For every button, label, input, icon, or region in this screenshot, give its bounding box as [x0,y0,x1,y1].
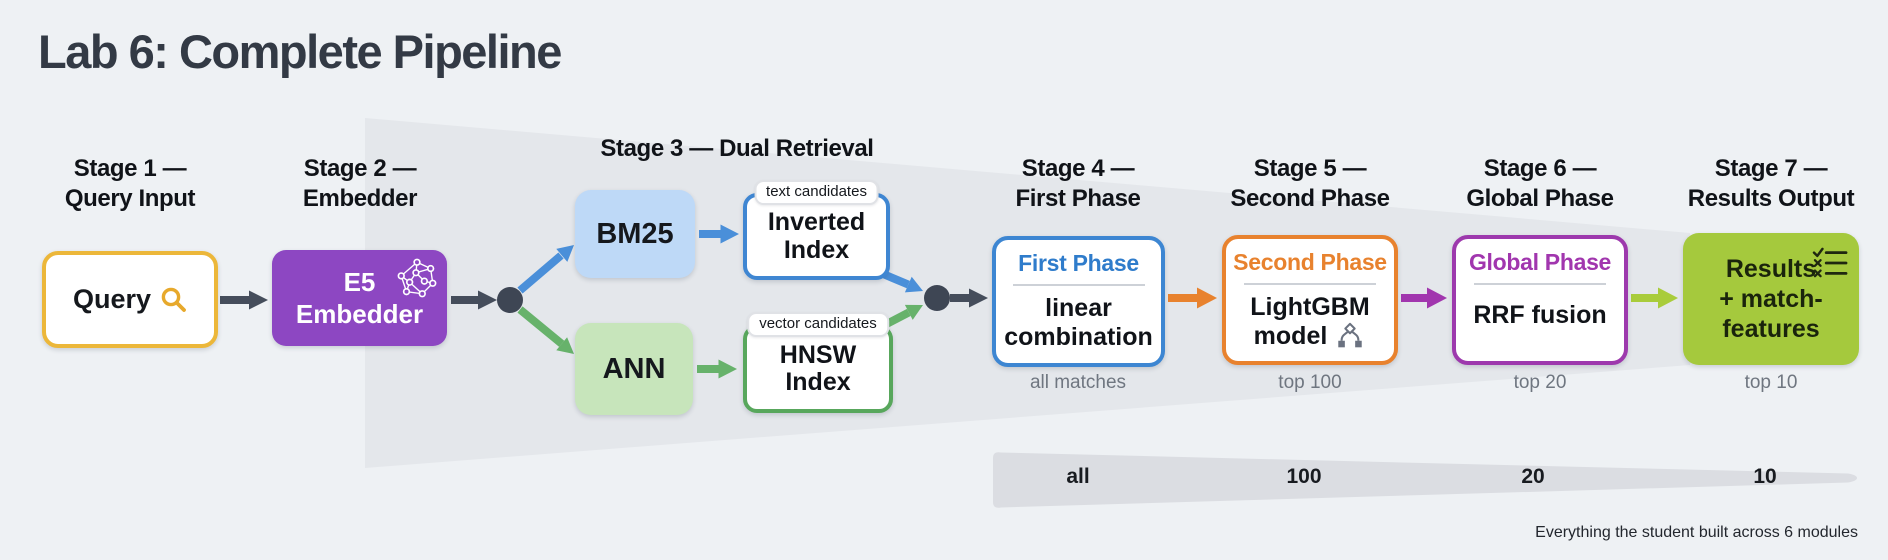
results-node: Results + match- features [1683,233,1859,365]
stage4-header: Stage 4 —First Phase [1015,155,1141,213]
query-node: Query [42,251,218,348]
stage2-header: Stage 2 —Embedder [302,155,418,213]
embedder-node: E5 Embedder [272,250,447,346]
divider [1012,284,1145,286]
query-label: Query [72,284,152,314]
count-funnel-wedge [993,452,1857,508]
arrow-query-to-embedder [220,290,268,310]
divider [1474,283,1606,285]
inverted-index-node: text candidates Inverted Index [743,180,890,280]
bm25-label: BM25 [596,217,674,250]
arrow-ann-to-hnsw-index [697,359,737,379]
first-phase-count: all matches [1029,372,1127,393]
second-phase-count: top 100 [1278,372,1342,393]
vector-candidates-badge: vector candidates [747,312,889,337]
arrow-split-to-bm25 [517,245,574,294]
bm25-node: BM25 [575,190,695,278]
stage1-header: Stage 1 —Query Input [64,155,196,213]
funnel-label-all: all [1066,465,1090,488]
magnifier-icon [161,287,186,312]
hnsw-index-node: vector candidates HNSW Index [743,312,893,413]
stage3-header: Stage 3 — Dual Retrieval [600,135,874,162]
merge-node [924,285,950,311]
arrow-split-to-ann [517,306,574,354]
global-phase-node: Global Phase RRF fusion [1452,235,1628,365]
stage6-header: Stage 6 —Global Phase [1466,155,1614,213]
first-phase-node: First Phase linear combination [992,236,1165,367]
global-phase-count: top 20 [1513,372,1567,393]
arrow-merge-to-first-phase [950,288,988,308]
stage7-header: Stage 7 —Results Output [1687,155,1855,213]
funnel-label-10: 10 [1753,465,1777,488]
page-title: Lab 6: Complete Pipeline [38,25,562,78]
global-phase-header: Global Phase [1468,249,1612,275]
global-phase-body: RRF fusion [1473,301,1607,329]
embedder-line2: Embedder [295,299,424,329]
arrow-bm25-to-inverted-index [699,224,739,244]
checklist-icon [1812,247,1848,278]
arrow-second-to-global-phase [1401,287,1447,309]
tree-model-icon [1338,322,1363,347]
network-graph-icon [397,258,437,298]
arrow-embedder-to-split [451,290,497,310]
split-node [497,287,523,313]
stage5-header: Stage 5 —Second Phase [1230,155,1390,213]
divider [1244,283,1376,285]
arrow-first-to-second-phase [1168,287,1217,309]
embedder-line1: E5 [343,266,376,297]
results-count: top 10 [1744,372,1798,393]
footer-caption: Everything the student built across 6 mo… [1535,524,1858,541]
arrow-global-to-results [1631,287,1678,309]
second-phase-header: Second Phase [1233,249,1387,275]
second-phase-node: Second Phase LightGBM model [1222,235,1398,365]
text-candidates-badge: text candidates [754,180,879,205]
ann-node: ANN [575,323,693,415]
ann-label: ANN [602,352,666,385]
funnel-label-20: 20 [1521,465,1545,488]
funnel-label-100: 100 [1286,465,1322,488]
first-phase-header: First Phase [1018,250,1139,276]
